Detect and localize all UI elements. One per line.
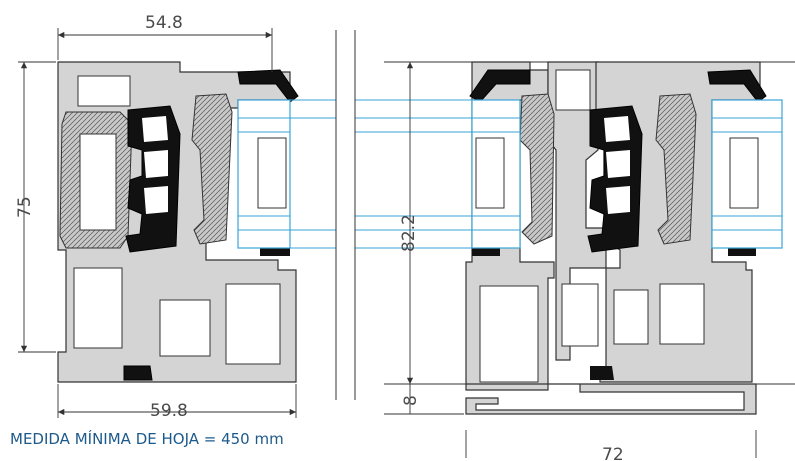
left-frame-section (57, 61, 299, 383)
right-chamber (555, 69, 591, 111)
dim-bottom-offset: 8 (401, 395, 421, 406)
right-glass-gasket-left (472, 248, 500, 256)
dimension-lines (18, 28, 795, 458)
dim-top-width: 54.8 (145, 13, 183, 33)
right-sash-insulation-right (655, 93, 697, 245)
right-chamber (613, 289, 649, 345)
left-frame-chamber (159, 299, 211, 357)
left-frame-chamber (73, 267, 123, 349)
break-lines (335, 30, 356, 400)
left-bottom-gasket (123, 365, 153, 381)
right-center-gasket (587, 105, 643, 253)
right-center-gasket-inner (604, 116, 630, 214)
left-frame-chamber (225, 283, 281, 365)
left-sash-insulation (191, 93, 233, 245)
dim-left-height: 75 (15, 196, 35, 218)
right-sash-insulation-left (519, 93, 555, 245)
dim-bottom-width: 59.8 (150, 401, 188, 421)
right-chamber (659, 283, 705, 345)
dim-center-height: 82.2 (399, 214, 419, 252)
left-thermal-break-chamber (79, 133, 117, 231)
right-chamber (479, 285, 539, 383)
right-bottom-gasket (590, 366, 614, 380)
left-gasket-inner (142, 116, 168, 214)
right-chamber (561, 283, 599, 347)
left-glass-bead-gasket (260, 248, 290, 256)
left-glazing-unit (237, 99, 336, 249)
left-frame-chamber (77, 75, 131, 107)
right-glazing-units (471, 99, 783, 249)
right-glass-gasket-right (728, 248, 756, 256)
dim-right-width: 72 (602, 445, 624, 461)
center-glass-continuation (355, 99, 472, 249)
right-track-base (465, 383, 757, 415)
left-gasket (125, 105, 181, 253)
minimum-sash-size-note: MEDIDA MÍNIMA DE HOJA = 450 mm (10, 430, 284, 448)
